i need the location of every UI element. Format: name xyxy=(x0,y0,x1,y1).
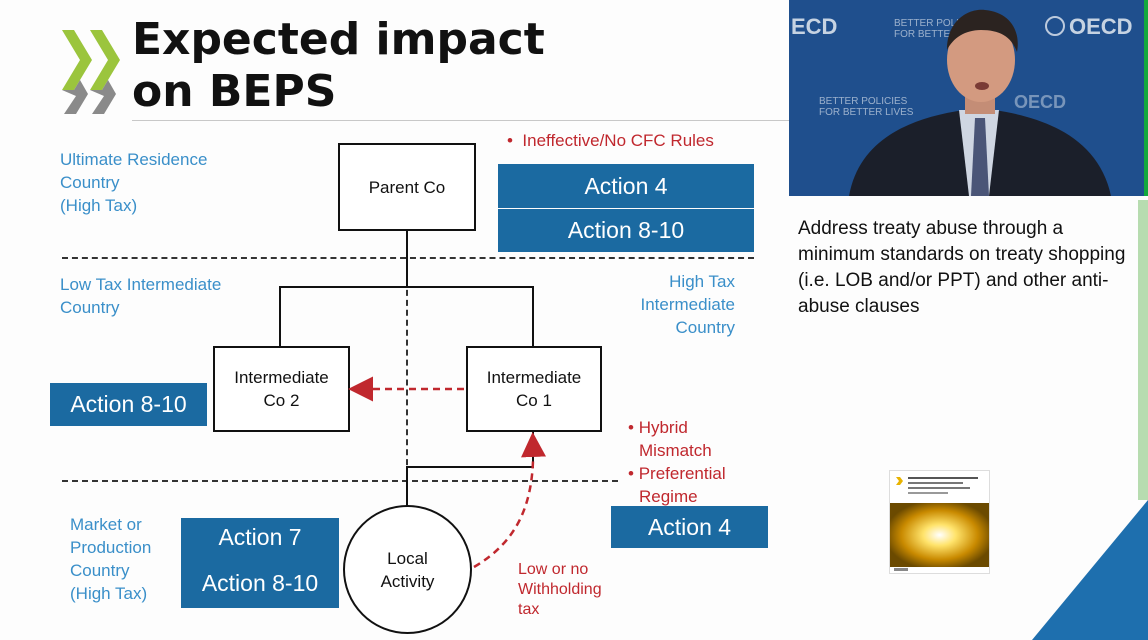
arrow-local-to-co1 xyxy=(473,432,547,569)
treaty-abuse-description: Address treaty abuse through a minimum s… xyxy=(798,218,1126,317)
bullet-icon: • xyxy=(507,131,513,150)
speaker-figure xyxy=(849,9,1111,196)
zone-text: (High Tax) xyxy=(60,196,138,215)
oecd-logo-text: OECD xyxy=(1069,14,1133,39)
connector-local-horizontal xyxy=(406,466,534,468)
video-tagline: BETTER POLICIES FOR BETTER LIVES xyxy=(894,18,988,40)
zone-text: Country xyxy=(60,298,120,317)
zone-text: (High Tax) xyxy=(70,584,148,603)
title-divider xyxy=(132,120,790,121)
risk-text: Ineffective/No CFC Rules xyxy=(522,131,714,150)
intermediate-co-1-box: Intermediate Co 1 xyxy=(466,346,602,432)
tagline-text: BETTER POLICIES xyxy=(819,96,908,107)
zone-divider-bottom xyxy=(62,480,618,482)
entity-text: Intermediate xyxy=(486,368,582,387)
parent-co-label: Parent Co xyxy=(368,177,446,197)
connector-to-co2 xyxy=(279,286,281,347)
zone-text: Country xyxy=(70,561,130,580)
risk-text: Regime xyxy=(639,487,698,506)
action-label: Action 8-10 xyxy=(567,217,685,243)
risk-text: Low or no xyxy=(518,561,589,578)
action-8-10-top: Action 8-10 xyxy=(498,209,754,252)
parent-co-box: Parent Co xyxy=(338,143,476,231)
zone-label-ultimate-residence: Ultimate Residence Country (High Tax) xyxy=(60,148,207,217)
tagline-text: FOR BETTER LIVES xyxy=(894,29,989,40)
tagline-text: BETTER POLICIES xyxy=(894,18,983,29)
dashed-centerline xyxy=(406,260,408,505)
connector-parent-down xyxy=(406,230,408,287)
action-label: Action 8-10 xyxy=(201,570,319,596)
zone-label-high-tax-intermediate: High Tax Intermediate Country xyxy=(600,270,736,339)
title-line-2: on BEPS xyxy=(132,66,337,117)
local-activity-circle: Local Activity xyxy=(343,505,472,634)
zone-text: High Tax xyxy=(669,272,735,291)
risk-text: Hybrid xyxy=(638,418,688,437)
risk-preferential-regime: • Preferential Regime xyxy=(628,462,726,508)
tagline-text: FOR BETTER LIVES xyxy=(819,107,914,118)
entity-text: Local xyxy=(387,548,428,568)
report-cover-icon xyxy=(890,471,989,573)
speaker-video[interactable]: ECD BETTER POLICIES FOR BETTER LIVES OEC… xyxy=(789,0,1148,196)
right-edge-strip xyxy=(1138,200,1148,500)
risk-text: Preferential xyxy=(638,464,726,483)
action-8-10-intermediate: Action 8-10 xyxy=(50,383,207,426)
action-market-box: Action 7 Action 8-10 xyxy=(181,518,339,608)
connector-horizontal xyxy=(279,286,534,288)
video-tagline: BETTER POLICIES FOR BETTER LIVES xyxy=(819,96,913,118)
zone-text: Production xyxy=(70,538,152,557)
action-label: Action 4 xyxy=(647,513,732,540)
oecd-globe-icon xyxy=(1045,16,1065,36)
intermediate-co-2-box: Intermediate Co 2 xyxy=(213,346,350,432)
action-label: Action 8-10 xyxy=(70,391,187,417)
corner-decoration xyxy=(1032,500,1148,640)
oecd-logo-text: ECD xyxy=(791,14,838,39)
entity-text: Co 1 xyxy=(516,391,552,410)
risk-cfc: • Ineffective/No CFC Rules xyxy=(507,129,714,152)
report-cover-image xyxy=(889,470,990,574)
bullet-icon: • xyxy=(628,418,634,437)
zone-text: Country xyxy=(675,318,735,337)
bullet-icon: • xyxy=(628,464,634,483)
connector-local-up xyxy=(406,466,408,506)
action-4-top: Action 4 xyxy=(498,164,754,208)
zone-label-market-production: Market or Production Country (High Tax) xyxy=(70,513,151,605)
connector-to-co1 xyxy=(532,286,534,347)
action-4-high-tax: Action 4 xyxy=(611,506,768,548)
zone-text: Country xyxy=(60,173,120,192)
page-title: Expected impact on BEPS xyxy=(132,14,602,118)
entity-text: Activity xyxy=(380,571,435,591)
title-line-1: Expected impact xyxy=(132,14,545,65)
zone-label-low-tax-intermediate: Low Tax Intermediate Country xyxy=(60,273,221,319)
zone-text: Intermediate xyxy=(640,295,736,314)
oecd-logo-text: OECD xyxy=(1014,92,1067,112)
risk-hybrid-mismatch: • Hybrid Mismatch xyxy=(628,416,712,462)
risk-text: Withholding xyxy=(518,581,602,598)
entity-text: Co 2 xyxy=(263,391,300,410)
zone-text: Ultimate Residence xyxy=(60,150,208,169)
zone-divider-top xyxy=(62,257,754,259)
risk-text: tax xyxy=(518,601,540,618)
chevron-logo-icon xyxy=(62,30,120,114)
risk-text: Mismatch xyxy=(639,441,712,460)
action-label: Action 7 xyxy=(218,524,302,550)
risk-withholding: Low or no Withholding tax xyxy=(518,560,602,620)
action-label: Action 4 xyxy=(584,172,668,199)
zone-text: Market or xyxy=(70,515,142,534)
video-edge-strip xyxy=(1144,0,1148,196)
zone-text: Low Tax Intermediate xyxy=(60,275,222,294)
entity-text: Intermediate xyxy=(234,368,329,387)
